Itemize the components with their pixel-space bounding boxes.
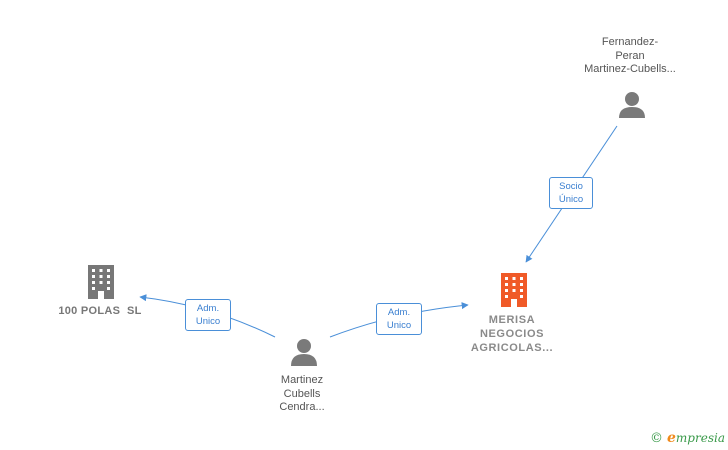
label-line: NEGOCIOS xyxy=(479,328,545,340)
label-line: Cubells xyxy=(283,387,321,400)
edge-label-line: Único xyxy=(558,194,584,205)
edge-label-socio-unico[interactable]: Socio Único xyxy=(549,177,593,209)
edge-label-line: Unico xyxy=(195,316,221,327)
label-line: Martinez-Cubells... xyxy=(584,63,676,75)
label-line: AGRICOLAS... xyxy=(470,342,554,354)
edge-label-line: Adm. xyxy=(196,303,220,314)
copyright-symbol: © xyxy=(650,431,663,446)
node-label-company-left[interactable]: 100 POLAS SL xyxy=(48,305,152,319)
brand-name: mpresia xyxy=(675,431,725,445)
building-icon[interactable] xyxy=(88,265,114,299)
person-icon[interactable] xyxy=(619,92,645,118)
building-icon-highlight[interactable] xyxy=(501,273,527,307)
person-icon[interactable] xyxy=(291,339,317,366)
edge-label-adm-left[interactable]: Adm. Unico xyxy=(185,299,231,331)
edge-label-line: Socio xyxy=(559,181,583,192)
label-line: MERISA xyxy=(488,314,536,326)
node-label-company-main[interactable]: MERISA NEGOCIOS AGRICOLAS... xyxy=(456,313,568,355)
brand-logo: © empresia xyxy=(650,430,725,446)
label-line: Fernandez- xyxy=(601,36,659,48)
edge-label-line: Adm. xyxy=(387,307,411,318)
label-line: Martinez xyxy=(280,374,324,386)
label-line: Peran xyxy=(615,49,645,62)
edge-label-line: Unico xyxy=(386,320,412,331)
edge-label-adm-right[interactable]: Adm. Unico xyxy=(376,303,422,335)
node-label-person-top[interactable]: Fernandez- Peran Martinez-Cubells... xyxy=(566,36,694,77)
label-line: 100 POLAS SL xyxy=(58,305,142,317)
label-line: Cendra... xyxy=(279,401,325,413)
node-label-person-bottom[interactable]: Martinez Cubells Cendra... xyxy=(256,374,348,415)
brand-initial: e xyxy=(667,430,676,446)
